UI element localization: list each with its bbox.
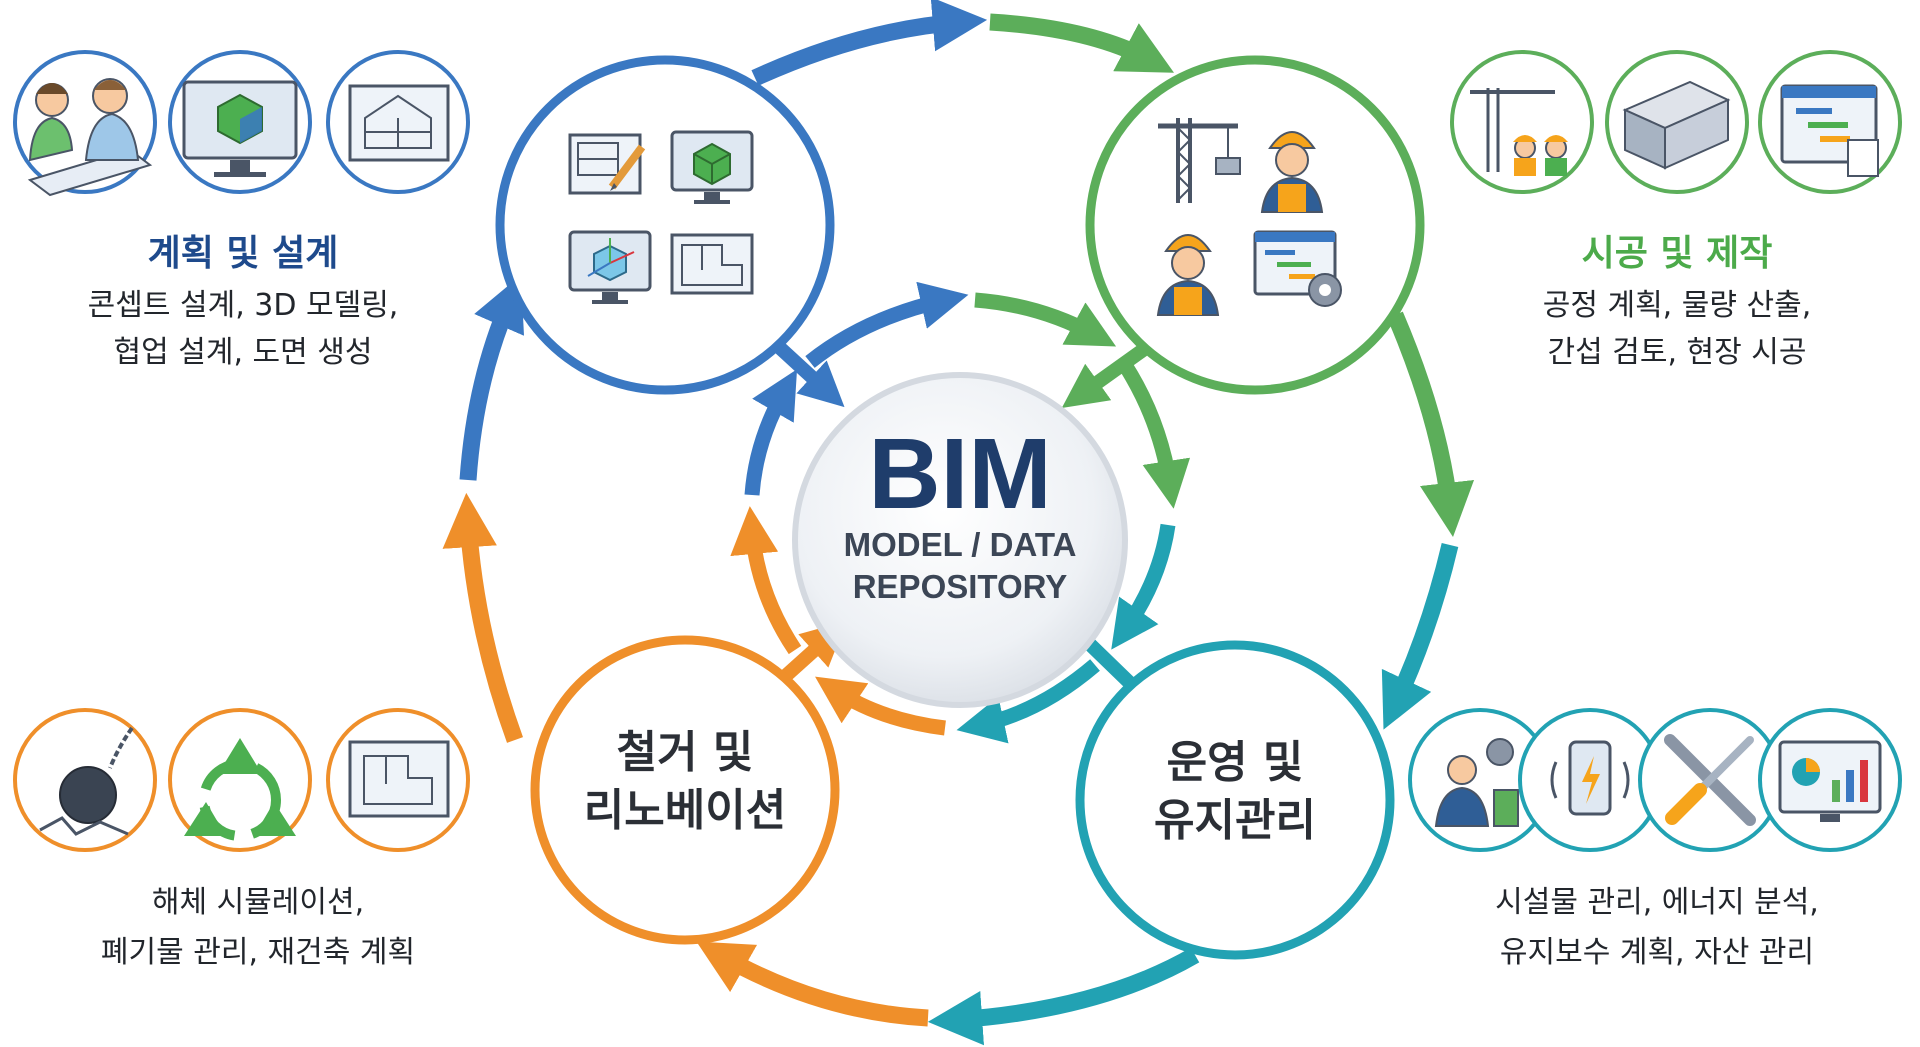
wrench-screwdriver-icon	[1638, 708, 1782, 852]
inner-arrow-teal-right	[1111, 523, 1176, 650]
inner-cycle-arrows	[730, 281, 1191, 744]
center-title: BIM	[868, 418, 1051, 530]
operation-desc-line1: 시설물 관리, 에너지 분석,	[1495, 885, 1819, 920]
inner-arrow-teal-bottom	[956, 659, 1100, 744]
phase-circle-planning	[495, 55, 835, 395]
monitor-3d-axes-icon	[568, 230, 652, 304]
blueprint-pencil-icon	[568, 133, 646, 195]
wrecking-ball-icon	[13, 708, 157, 852]
phase-circle-demolition: 철거 및 리노베이션	[530, 635, 840, 945]
center-subtitle-line2: REPOSITORY	[853, 568, 1068, 605]
demolition-title-line1: 철거 및	[617, 727, 754, 778]
outer-arrow-teal-right	[1381, 543, 1459, 730]
inner-arrow-blue-top	[805, 281, 969, 368]
planning-title: 계획 및 설계	[148, 233, 339, 274]
recycle-icon	[168, 708, 312, 852]
tower-crane-icon	[1158, 118, 1241, 203]
planning-label: 계획 및 설계 콘셉트 설계, 3D 모델링, 협업 설계, 도면 생성	[88, 233, 399, 370]
center-hub: BIM MODEL / DATA REPOSITORY	[792, 372, 1128, 708]
demolition-desc-line2: 폐기물 관리, 재건축 계획	[101, 935, 415, 970]
inner-arrow-green-right	[1118, 360, 1191, 509]
crane-workers-icon	[1450, 50, 1594, 194]
planning-desc-line1: 콘셉트 설계, 3D 모델링,	[88, 288, 399, 323]
demolition-icon-badges	[13, 708, 470, 852]
phase-circle-operation: 운영 및 유지관리	[1075, 640, 1395, 960]
construction-icon-badges	[1450, 50, 1902, 194]
monitor-cube-icon	[670, 130, 754, 204]
outer-arrow-blue-left	[459, 275, 525, 481]
connector-construction	[1061, 339, 1155, 409]
outer-arrow-teal-bottom	[927, 947, 1200, 1046]
facility-manager-icon	[1408, 708, 1552, 852]
inner-arrow-blue-left	[744, 369, 798, 496]
collaboration-people-icon	[13, 50, 157, 197]
outer-arrow-orange-bottom	[696, 941, 929, 1027]
construction-desc-line2: 간섭 검토, 현장 시공	[1548, 335, 1807, 370]
monitor-model-icon	[168, 50, 312, 194]
operation-desc-line2: 유지보수 계획, 자산 관리	[1500, 935, 1814, 970]
operation-title-line1: 운영 및	[1167, 737, 1304, 788]
planning-icon-badges	[13, 50, 470, 197]
floor-plan-icon	[670, 233, 754, 295]
inner-arrow-green-top	[974, 292, 1117, 347]
planning-desc-line2: 협업 설계, 도면 생성	[114, 335, 373, 370]
construction-title: 시공 및 제작	[1582, 233, 1773, 274]
analytics-monitor-icon	[1758, 708, 1902, 852]
construction-label: 시공 및 제작 공정 계획, 물량 산출, 간섭 검토, 현장 시공	[1543, 233, 1811, 370]
outer-cycle-arrows	[442, 0, 1475, 1046]
demolition-desc-line1: 해체 시뮬레이션,	[152, 885, 364, 920]
construction-worker-icon	[1260, 131, 1324, 213]
operation-title-line2: 유지관리	[1154, 795, 1316, 846]
schedule-gear-icon	[1253, 230, 1342, 307]
house-blueprint-icon	[326, 50, 470, 194]
demolition-title-line2: 리노베이션	[584, 785, 786, 836]
construction-desc-line1: 공정 계획, 물량 산출,	[1543, 288, 1811, 323]
gantt-clipboard-icon	[1758, 50, 1902, 194]
operation-label: 시설물 관리, 에너지 분석, 유지보수 계획, 자산 관리	[1495, 885, 1819, 970]
material-blocks-icon	[1605, 50, 1749, 194]
demolition-label: 해체 시뮬레이션, 폐기물 관리, 재건축 계획	[101, 885, 415, 970]
inner-arrow-orange-bottom	[815, 676, 946, 736]
operation-icon-badges	[1408, 708, 1902, 852]
outer-arrow-green-top	[989, 13, 1175, 73]
outer-arrow-green-right	[1387, 311, 1475, 538]
inner-arrow-orange-left	[730, 506, 802, 655]
construction-worker-icon-2	[1156, 234, 1220, 316]
outer-arrow-blue-top	[751, 0, 988, 86]
smartphone-energy-icon	[1518, 708, 1662, 852]
phase-circle-construction	[1085, 55, 1425, 395]
outer-arrow-orange-left	[442, 492, 523, 743]
renovation-plan-icon	[326, 708, 470, 852]
center-subtitle-line1: MODEL / DATA	[844, 526, 1077, 563]
